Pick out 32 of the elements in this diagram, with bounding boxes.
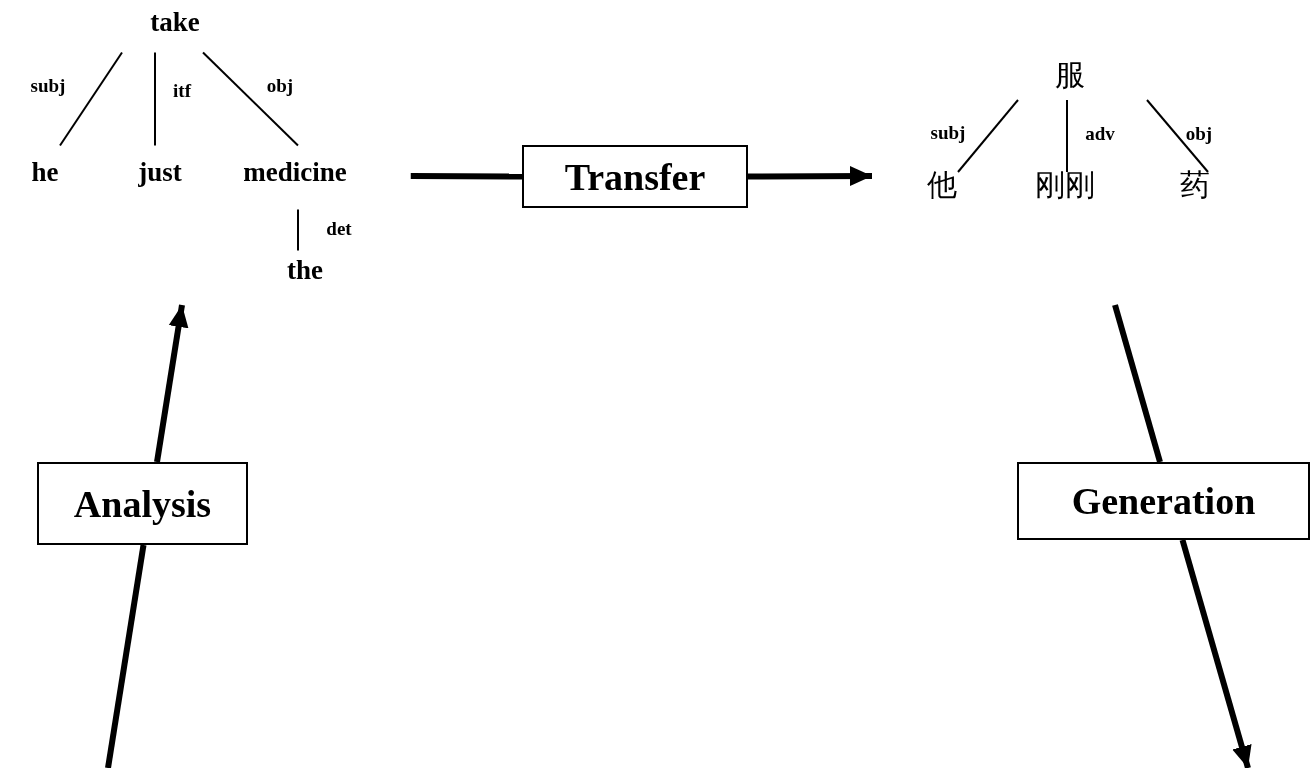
- tree-line: [59, 51, 123, 147]
- edge-label: obj: [266, 75, 294, 95]
- tree-line: [297, 208, 299, 252]
- tree-line: [410, 173, 522, 180]
- tree-word: just: [138, 158, 182, 186]
- edge-label: itf: [173, 80, 191, 100]
- process-box: Transfer: [522, 145, 748, 208]
- tree-line: [154, 51, 156, 147]
- tree-line: [957, 99, 1019, 173]
- tree-word: 他: [927, 170, 957, 200]
- tree-line: [1146, 99, 1209, 173]
- tree-word: 刚刚: [1035, 170, 1095, 200]
- arrow: [748, 166, 872, 187]
- arrow: [1179, 539, 1252, 768]
- arrow: [154, 304, 189, 463]
- edge-label: subj: [930, 122, 966, 142]
- tree-line: [202, 51, 299, 147]
- tree-word: the: [287, 256, 323, 284]
- tree-word: take: [150, 8, 200, 36]
- edge-label: adv: [1085, 123, 1115, 143]
- process-box: Analysis: [37, 462, 248, 545]
- edge-label: obj: [1185, 123, 1213, 143]
- tree-word: medicine: [243, 158, 347, 186]
- tree-line: [1066, 99, 1068, 173]
- tree-line: [1112, 304, 1163, 463]
- tree-word: he: [31, 158, 59, 186]
- edge-label: subj: [30, 75, 66, 95]
- process-box: Generation: [1017, 462, 1310, 540]
- tree-line: [105, 544, 147, 768]
- tree-word: 药: [1180, 170, 1210, 200]
- tree-word: 服: [1055, 60, 1085, 90]
- edge-label: det: [326, 218, 352, 238]
